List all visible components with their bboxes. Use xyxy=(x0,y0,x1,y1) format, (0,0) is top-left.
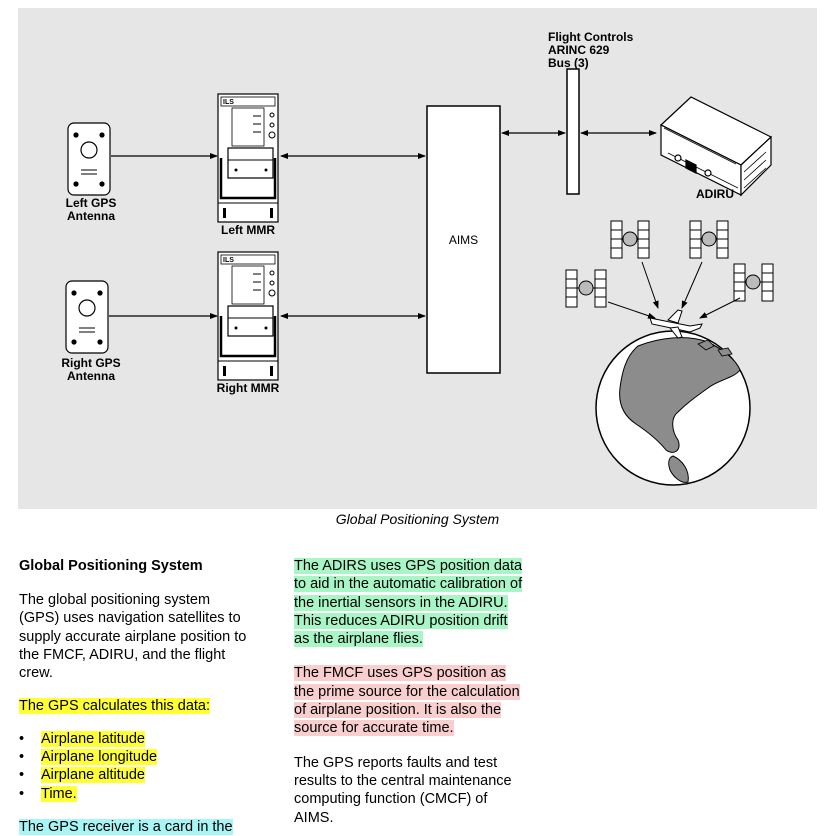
flight-controls-bus-bar xyxy=(566,68,580,195)
aims-box xyxy=(426,105,501,374)
left-mmr-ils-tag: ILS xyxy=(223,99,234,106)
calc-intro: The GPS calculates this data: xyxy=(19,698,211,715)
satellite-icon xyxy=(610,220,650,259)
satellite-icon xyxy=(733,263,774,302)
fmcf-paragraph: The FMCF uses GPS position as the prime … xyxy=(294,665,520,737)
receiver-paragraph: The GPS receiver is a card in the xyxy=(19,818,233,835)
right-text-column: The ADIRS uses GPS position data to aid … xyxy=(294,557,574,827)
adiru-label: ADIRU xyxy=(696,187,734,201)
earth-globe-icon xyxy=(595,309,751,486)
figure-caption: Global Positioning System xyxy=(335,511,500,527)
intro-paragraph: The global positioning system (GPS) uses… xyxy=(19,592,247,682)
right-mmr-label: Right MMR xyxy=(216,381,280,395)
list-item: Time. xyxy=(19,785,279,803)
diagram-drawing: ILS ILS xyxy=(65,68,774,486)
right-mmr-ils-tag: ILS xyxy=(223,257,234,264)
section-heading: Global Positioning System xyxy=(19,558,203,574)
left-mmr-label: Left MMR xyxy=(221,223,275,237)
satellite-icon xyxy=(565,269,607,308)
list-item: Airplane longitude xyxy=(19,748,279,767)
system-diagram: ILS ILS xyxy=(18,8,817,509)
aims-label: AIMS xyxy=(448,233,479,247)
list-item: Airplane latitude xyxy=(19,730,279,748)
satellite-icon xyxy=(689,220,729,259)
left-gps-antenna-icon xyxy=(67,122,111,196)
connection-lines xyxy=(109,130,657,319)
left-text-column: Global Positioning System The global pos… xyxy=(19,557,279,836)
left-gps-antenna-label: Left GPS Antenna xyxy=(65,196,117,223)
adiru-icon xyxy=(659,96,773,197)
right-gps-antenna-icon xyxy=(65,280,109,354)
flight-controls-bus-label: Flight Controls ARINC 629 Bus (3) xyxy=(548,30,634,70)
adirs-paragraph: The ADIRS uses GPS position data to aid … xyxy=(294,558,523,648)
data-list: Airplane latitude Airplane longitude Air… xyxy=(19,730,279,803)
faults-paragraph: The GPS reports faults and test results … xyxy=(294,754,512,826)
left-mmr-icon: ILS xyxy=(217,93,279,223)
satellite-signal-arrows xyxy=(607,261,741,319)
right-mmr-icon: ILS xyxy=(217,251,279,381)
list-item: Airplane altitude xyxy=(19,766,279,785)
right-gps-antenna-label: Right GPS Antenna xyxy=(61,356,121,383)
